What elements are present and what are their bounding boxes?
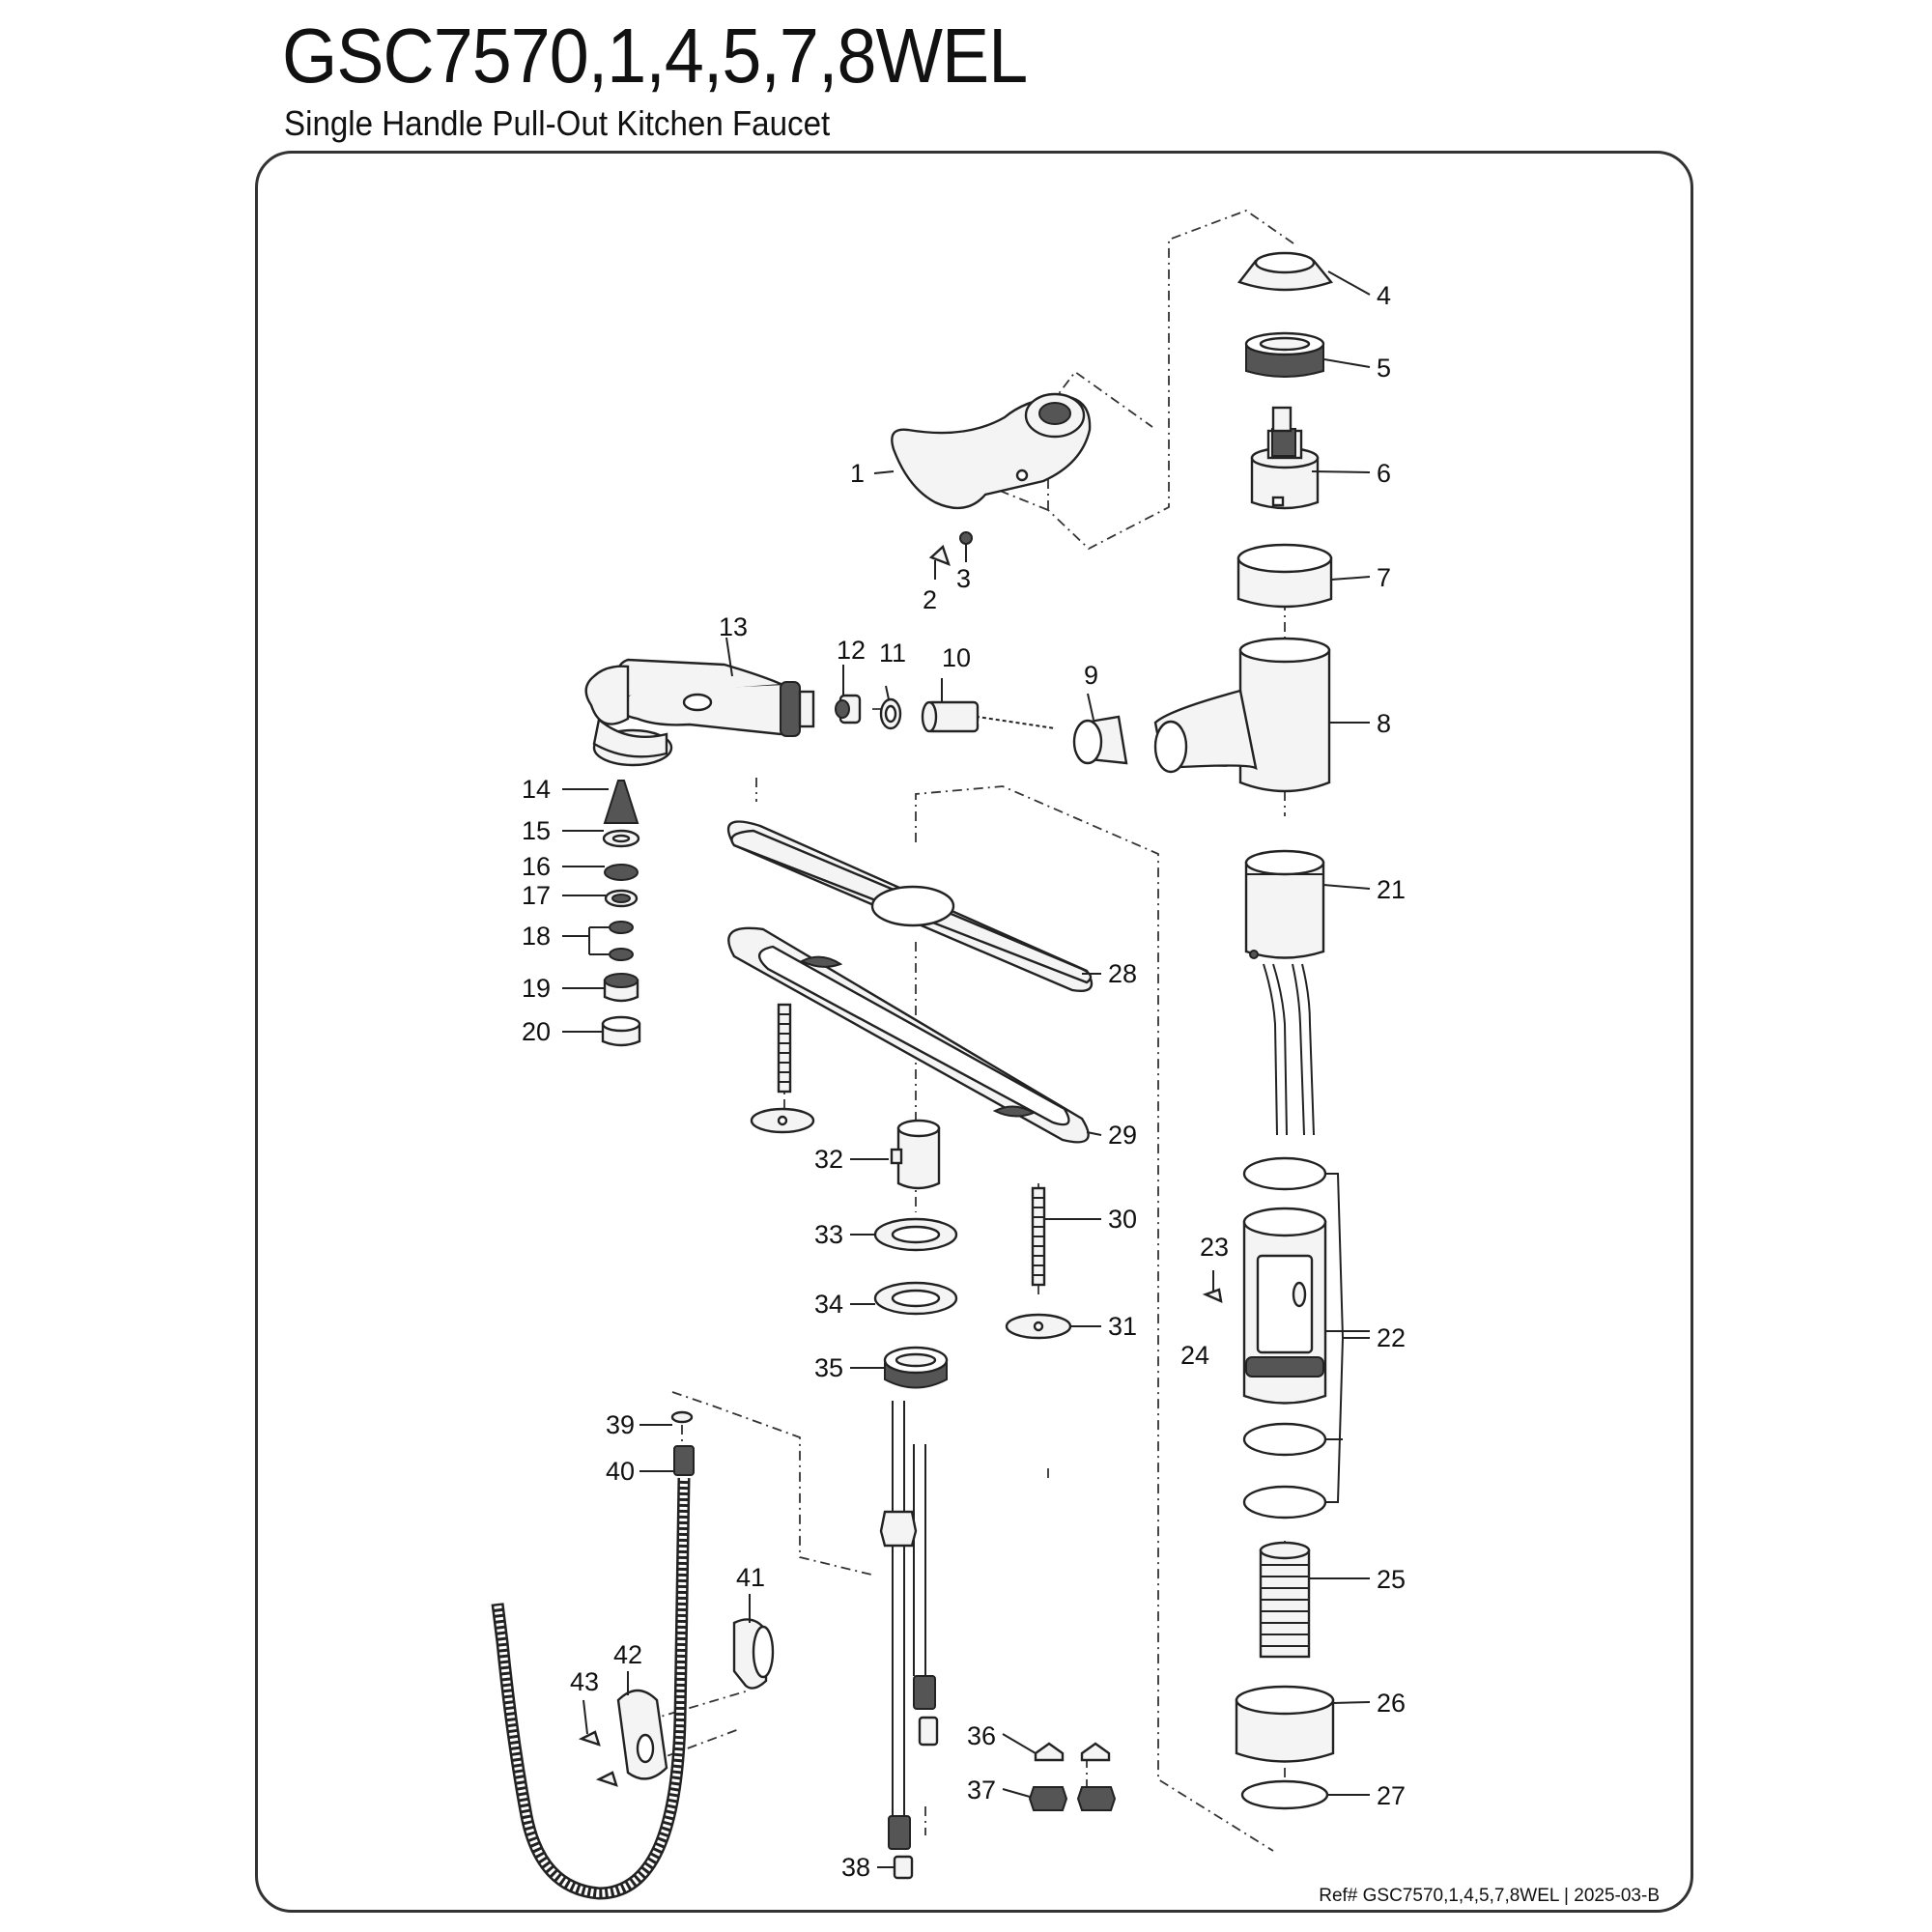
part-35-mounting-nut (883, 1346, 949, 1389)
leader-lines (562, 270, 1371, 1868)
callout-41: 41 (736, 1563, 765, 1592)
callout-14: 14 (522, 775, 551, 804)
callout-21: 21 (1377, 875, 1406, 904)
reference-number: Ref# GSC7570,1,4,5,7,8WEL | 2025-03-B (1319, 1886, 1660, 1906)
part-14-spray-insert (603, 780, 639, 824)
part-5-bonnet-nut (1244, 331, 1325, 378)
callout-labels: 1 2 3 4 5 6 7 8 9 10 11 12 13 14 15 16 1… (522, 281, 1406, 1882)
part-20-aerator-ring (601, 1015, 641, 1047)
callout-31: 31 (1108, 1312, 1137, 1341)
part-40-pull-out-hose (491, 1445, 695, 1900)
callout-9: 9 (1084, 661, 1098, 690)
callout-37: 37 (967, 1776, 996, 1804)
part-31-bracket (1005, 1313, 1072, 1340)
callout-23: 23 (1200, 1233, 1229, 1262)
diagram-frame (255, 151, 1693, 1913)
callout-19: 19 (522, 974, 551, 1003)
callout-36: 36 (967, 1721, 996, 1750)
part-21-base-housing (1244, 849, 1325, 1136)
part-6-cartridge (1250, 406, 1320, 510)
callout-42: 42 (613, 1640, 642, 1669)
part-43-clip-screws (578, 1730, 618, 1787)
part-13-spray-head (584, 658, 815, 767)
part-15-washer (602, 829, 640, 848)
callout-10: 10 (942, 643, 971, 672)
part-42-clip-body (616, 1689, 668, 1780)
callout-3: 3 (956, 564, 971, 593)
callout-40: 40 (606, 1457, 635, 1486)
callout-28: 28 (1108, 959, 1137, 988)
part-16-flow-disc (604, 864, 639, 881)
part-8-spout (1153, 637, 1331, 793)
callout-24: 24 (1180, 1341, 1209, 1370)
callout-8: 8 (1377, 709, 1391, 738)
part-10-hose-connector (921, 700, 1057, 735)
callout-11: 11 (879, 639, 906, 668)
callout-30: 30 (1108, 1205, 1137, 1234)
supply-lines (879, 1401, 939, 1850)
callout-34: 34 (814, 1290, 843, 1319)
callout-5: 5 (1377, 354, 1391, 383)
callout-33: 33 (814, 1220, 843, 1249)
part-9-spout-bushing (1072, 715, 1128, 765)
callout-6: 6 (1377, 459, 1391, 488)
page-title: GSC7570,1,4,5,7,8WEL (282, 13, 1028, 99)
callout-29: 29 (1108, 1121, 1137, 1150)
callout-35: 35 (814, 1353, 843, 1382)
part-27-base-gasket (1240, 1779, 1329, 1810)
callout-25: 25 (1377, 1565, 1406, 1594)
part-32-spacer (890, 1119, 941, 1190)
part-25-threaded-shank (1259, 1541, 1311, 1659)
part-39-washer (670, 1410, 694, 1424)
callout-38: 38 (841, 1853, 870, 1882)
callout-26: 26 (1377, 1689, 1406, 1718)
callout-2: 2 (923, 585, 937, 614)
callout-20: 20 (522, 1017, 551, 1046)
part-38-adapter (893, 1855, 914, 1880)
part-24-body (1242, 1207, 1327, 1405)
part-4-dome-cap (1237, 251, 1334, 292)
part-7-cartridge-sleeve (1236, 543, 1333, 609)
mounting-stud-left (750, 1003, 815, 1134)
callout-32: 32 (814, 1145, 843, 1174)
part-1-handle (891, 392, 1092, 510)
page-subtitle: Single Handle Pull-Out Kitchen Faucet (284, 103, 831, 143)
part-22-o-rings (1242, 1156, 1327, 1520)
callout-4: 4 (1377, 281, 1391, 310)
part-41-hose-clip (732, 1618, 775, 1690)
part-29-deck-gasket (727, 926, 1090, 1144)
callout-7: 7 (1377, 563, 1391, 592)
callout-17: 17 (522, 881, 551, 910)
part-36-cone-washers (1034, 1742, 1111, 1762)
callout-15: 15 (522, 816, 551, 845)
part-17-aerator-disc (604, 889, 639, 908)
callout-27: 27 (1377, 1781, 1406, 1810)
part-33-washer (873, 1217, 958, 1252)
callout-43: 43 (570, 1667, 599, 1696)
part-37-coupling-nuts (1028, 1786, 1117, 1811)
callout-18: 18 (522, 922, 551, 951)
callout-16: 16 (522, 852, 551, 881)
callout-12: 12 (837, 636, 866, 665)
part-18-screens (609, 921, 634, 961)
part-2-set-screw (928, 544, 951, 567)
callout-13: 13 (719, 612, 748, 641)
part-3-plug-button (959, 531, 973, 545)
part-26-base-escutcheon (1235, 1685, 1335, 1763)
part-28-deck-plate (726, 820, 1094, 992)
callout-39: 39 (606, 1410, 635, 1439)
part-34-washer (873, 1281, 958, 1316)
callout-1: 1 (850, 459, 865, 488)
callout-22: 22 (1377, 1323, 1406, 1352)
part-11-washer (879, 697, 902, 730)
part-19-aerator-body (603, 973, 639, 1003)
part-12-check-valve (835, 694, 862, 724)
part-30-mounting-stud (1031, 1186, 1046, 1287)
